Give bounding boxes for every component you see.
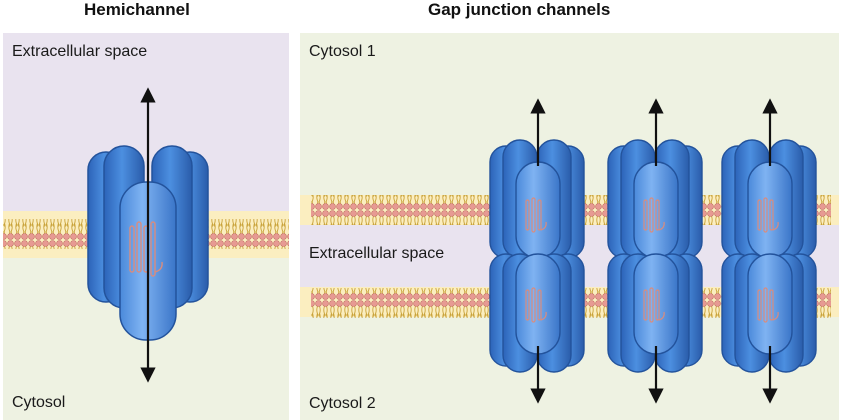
extracellular-space-label: Extracellular space bbox=[12, 43, 148, 60]
cytosol-1-label: Cytosol 1 bbox=[309, 43, 376, 60]
extracellular-space-label: Extracellular space bbox=[309, 245, 445, 262]
hemichannel-title: Hemichannel bbox=[84, 0, 190, 19]
gap-junction-panel bbox=[300, 33, 839, 420]
cytosol-2-label: Cytosol 2 bbox=[309, 395, 376, 412]
gap-junction-title: Gap junction channels bbox=[428, 0, 611, 19]
hemichannel-panel bbox=[3, 33, 289, 420]
cytosol-label: Cytosol bbox=[12, 394, 66, 411]
gap-junction-channel bbox=[721, 98, 817, 404]
gap-junction-channel bbox=[607, 98, 703, 404]
gap-junction-channel bbox=[489, 98, 585, 404]
